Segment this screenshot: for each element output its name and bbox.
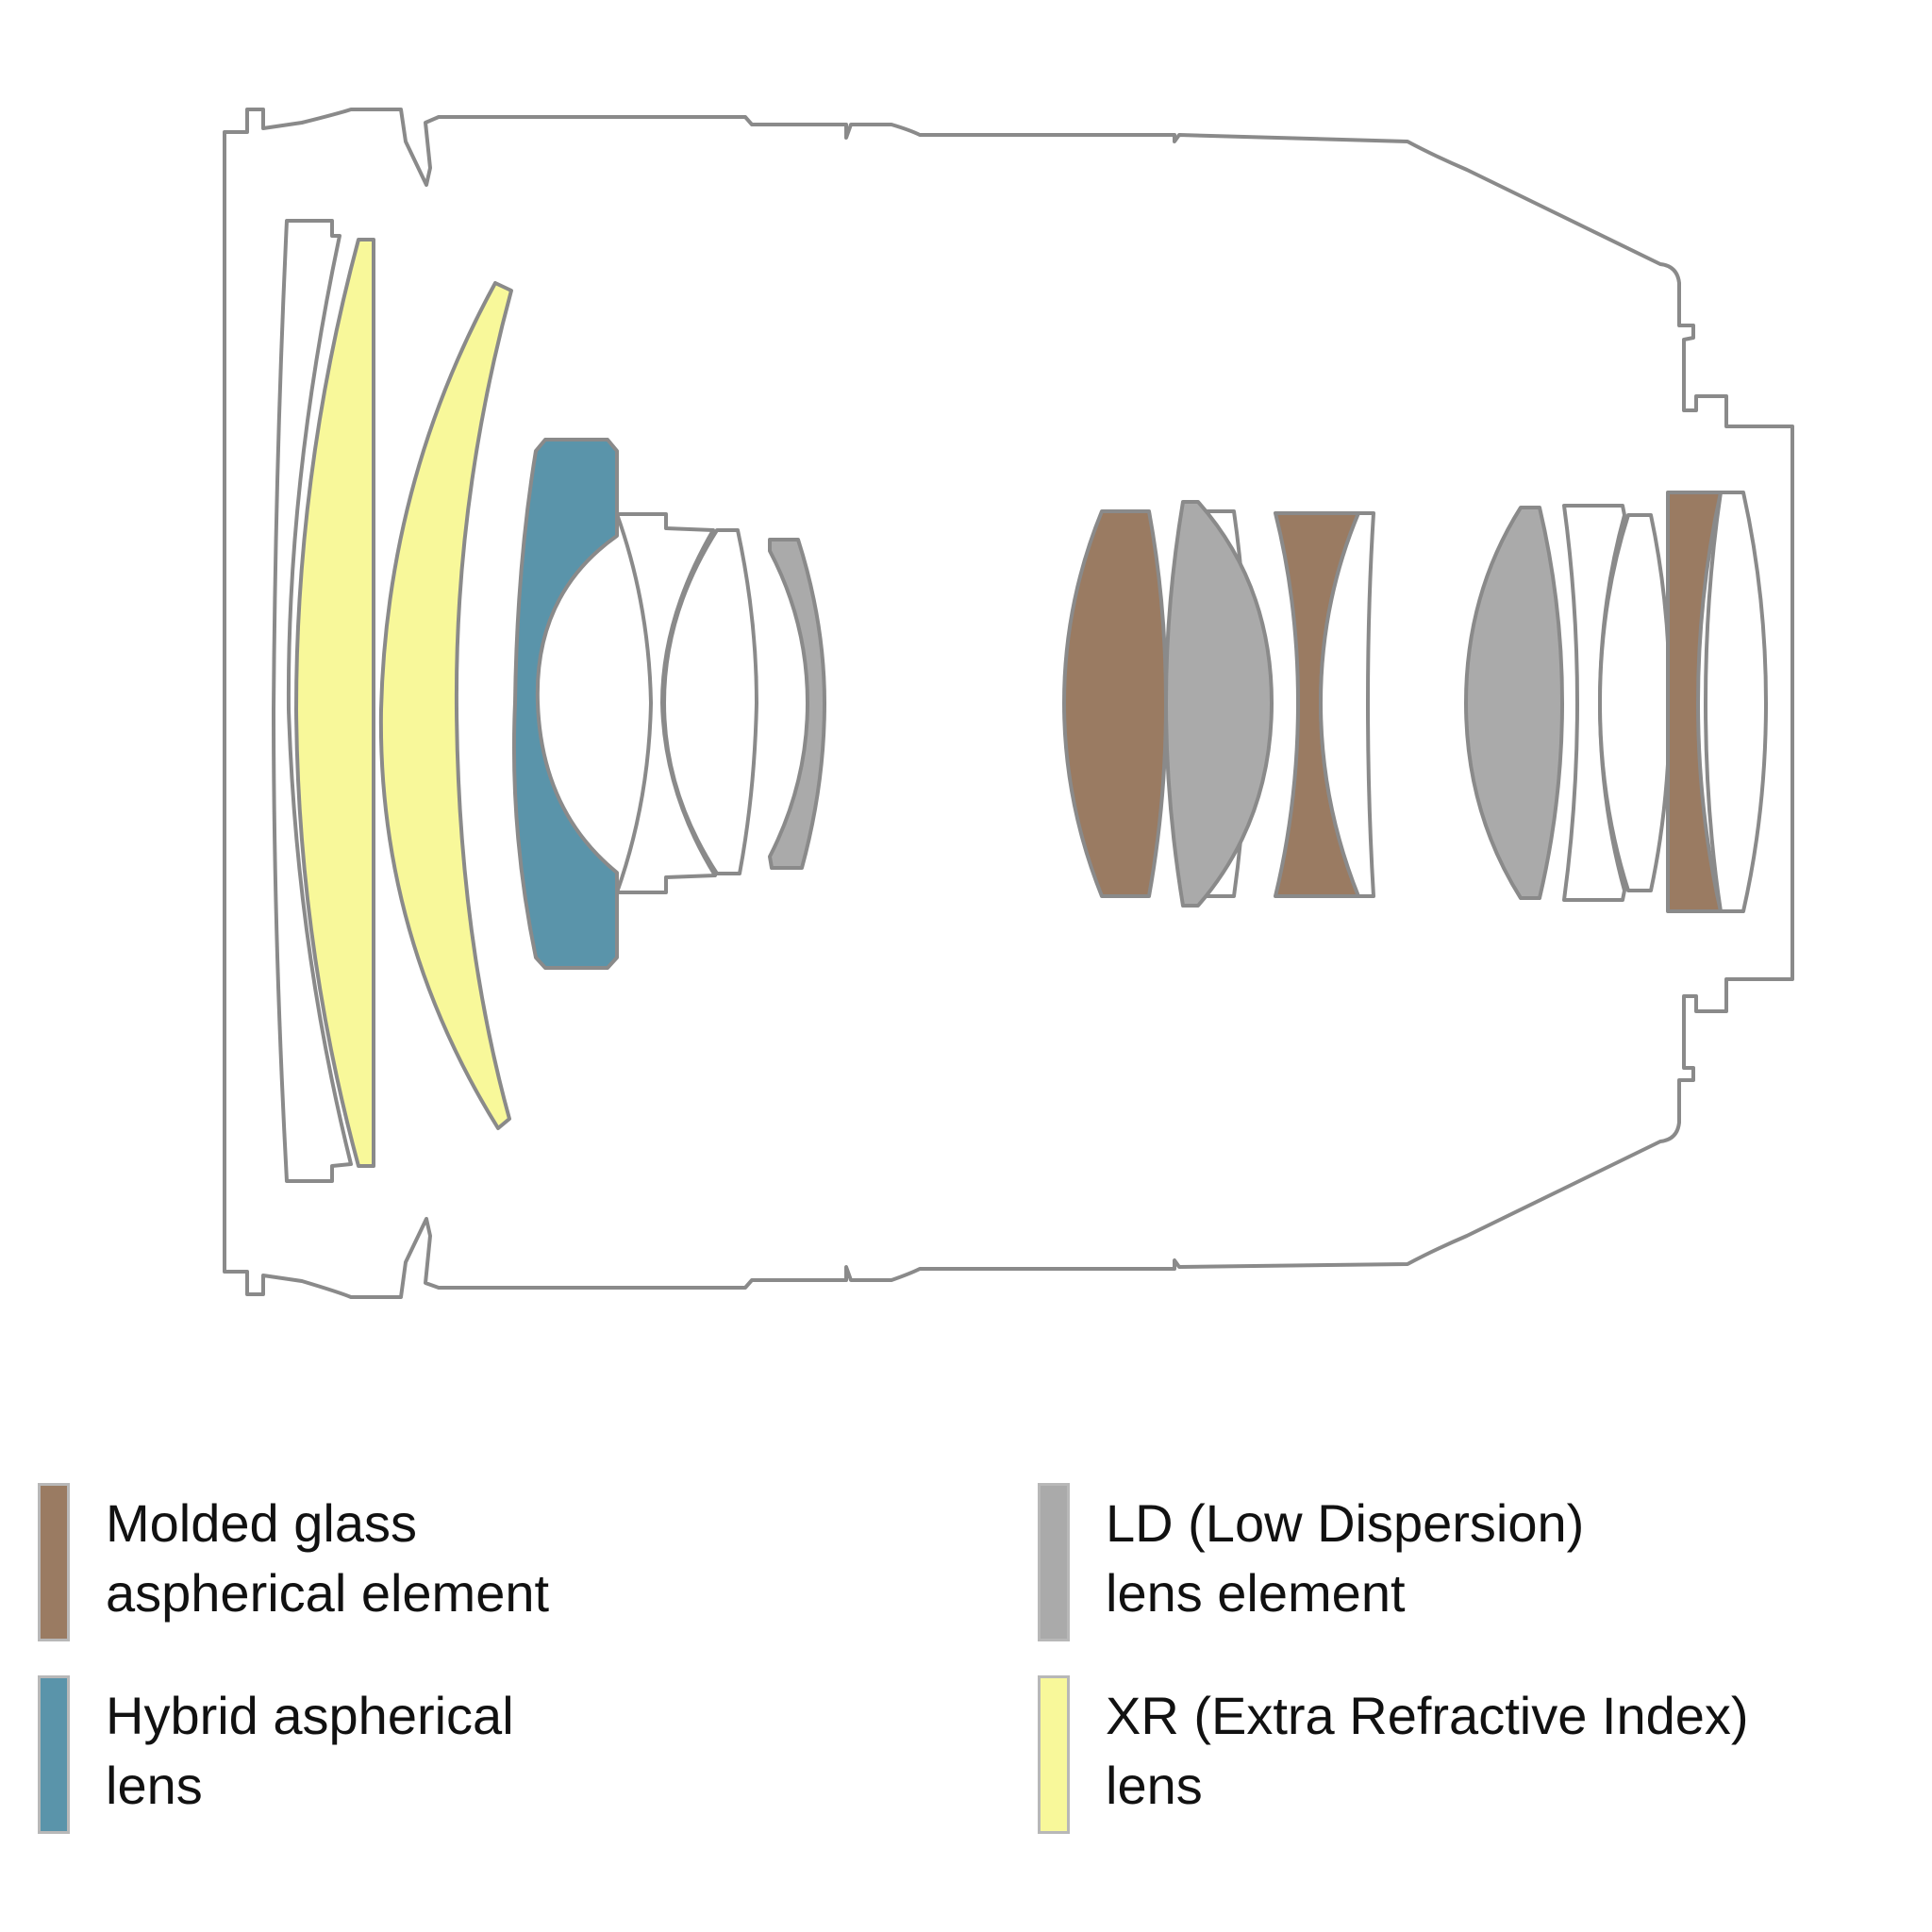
lens-element-13-ld xyxy=(1464,506,1564,900)
lens-element-7-ld xyxy=(768,538,826,870)
lens-element-2-xr xyxy=(294,238,375,1168)
legend-label-ld: LD (Low Dispersion) lens element xyxy=(1106,1493,1585,1623)
legend-swatch-hybrid xyxy=(38,1675,70,1834)
legend-label-xr: XR (Extra Refractive Index) lens xyxy=(1106,1686,1749,1815)
lens-element-8-molded xyxy=(1062,509,1168,898)
lens-barrel-outline xyxy=(223,108,1794,1299)
lens-element-16-molded xyxy=(1666,491,1723,913)
legend-swatch-molded xyxy=(38,1483,70,1641)
legend-label-hybrid: Hybrid aspherical lens xyxy=(106,1686,514,1815)
lens-element-3-xr xyxy=(378,281,513,1130)
lens-element-12-standard xyxy=(1319,511,1375,898)
lens-element-6-standard xyxy=(662,528,758,875)
legend-label-molded: Molded glass aspherical element xyxy=(106,1493,550,1623)
lens-element-4-hybrid xyxy=(511,438,619,970)
legend-swatch-ld xyxy=(1038,1483,1070,1641)
legend-swatch-xr xyxy=(1038,1675,1070,1834)
lens-element-17-standard xyxy=(1704,491,1768,913)
lens-element-10-ld xyxy=(1164,500,1274,908)
lens-element-1-standard xyxy=(272,219,353,1183)
